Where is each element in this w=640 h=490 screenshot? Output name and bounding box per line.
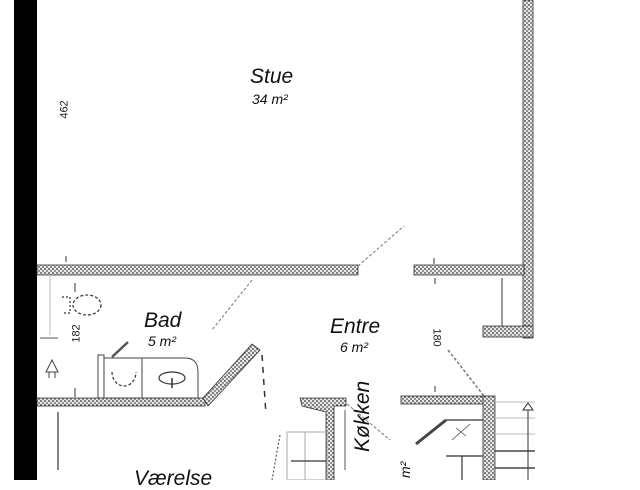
ventilation-icon [45,358,59,378]
exterior-wall-right [522,0,534,339]
left-border-bar [14,0,37,480]
dimension-entre-height: 180 [430,328,443,347]
dimension-bad-height: 182 [70,324,83,343]
room-label-stue: Stue [250,65,294,88]
room-area-kokken: m² [397,461,413,478]
interior-wall-entre-bottom [400,395,486,405]
stairs-icon [495,401,535,480]
interior-wall-bad-bottom [36,397,206,407]
floor-plan [14,0,535,480]
room-area-stue: 34 m² [252,91,288,107]
room-area-bad: 5 m² [148,333,176,349]
room-label-kokken: Køkken [351,380,374,452]
interior-wall-stue-right [413,264,525,276]
interior-wall-stue-left [36,264,359,276]
room-label-vaerelse: Værelse [134,467,213,490]
room-label-entre: Entre [330,315,381,338]
dimension-stue-height: 462 [58,100,71,119]
wall-segment [482,325,534,338]
light-icon [451,423,471,441]
interior-wall-stair [482,395,496,480]
bathroom-fixtures [97,341,199,399]
interior-wall-bad-diagonal [202,343,261,407]
room-area-entre: 6 m² [340,339,368,355]
shower-icon [111,371,137,387]
interior-wall-kokken [299,397,347,480]
room-label-bad: Bad [144,309,182,332]
toilet-icon [62,294,102,316]
